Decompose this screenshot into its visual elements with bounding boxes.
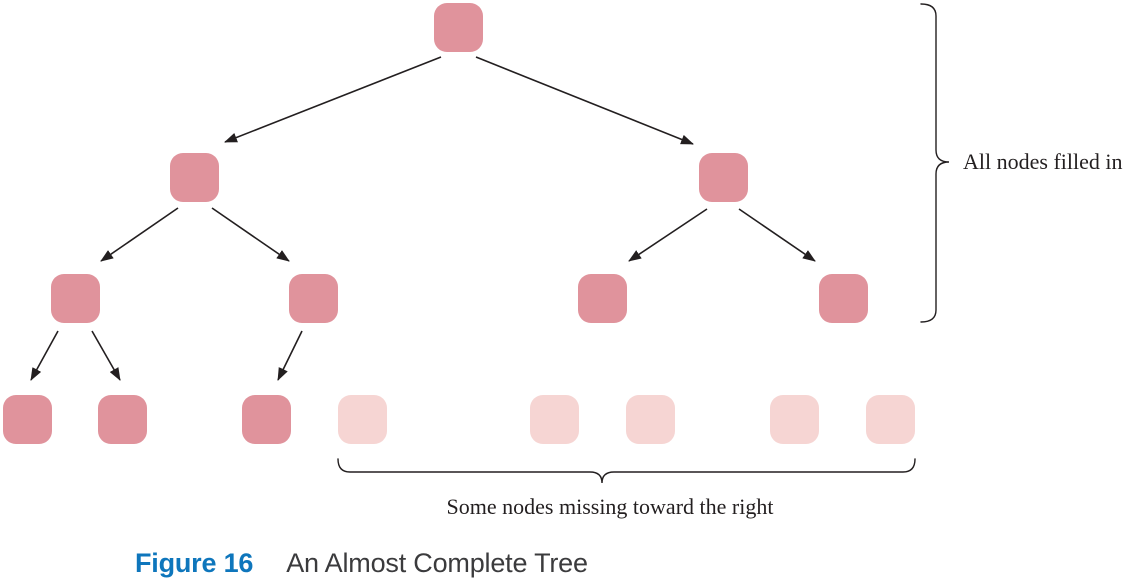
tree-node-missing: [530, 395, 579, 444]
tree-edge-arrow: [211, 207, 290, 262]
tree-node-missing: [770, 395, 819, 444]
figure-caption: Figure 16 An Almost Complete Tree: [135, 548, 588, 579]
tree-node-filled: [699, 153, 748, 202]
tree-node-missing: [866, 395, 915, 444]
tree-edges-group: [30, 56, 816, 381]
tree-node-filled: [170, 153, 219, 202]
right-brace-label: All nodes filled in: [963, 149, 1123, 174]
tree-node-filled: [434, 3, 483, 52]
bottom-brace: [337, 458, 916, 484]
tree-edge-arrow: [30, 330, 59, 381]
figure-number: Figure 16: [135, 548, 254, 578]
braces-group: [337, 3, 950, 484]
tree-node-filled: [98, 395, 147, 444]
tree-node-filled: [819, 274, 868, 323]
right-brace: [920, 3, 950, 323]
tree-node-missing: [338, 395, 387, 444]
tree-node-filled: [578, 274, 627, 323]
tree-node-missing: [626, 395, 675, 444]
tree-node-filled: [3, 395, 52, 444]
tree-node-filled: [242, 395, 291, 444]
tree-edge-arrow: [475, 56, 694, 145]
tree-node-filled: [289, 274, 338, 323]
tree-edge-arrow: [100, 207, 179, 262]
tree-edge-arrow: [738, 208, 816, 262]
tree-node-filled: [51, 274, 100, 323]
tree-edge-arrow: [628, 208, 708, 262]
figure-title: An Almost Complete Tree: [286, 548, 588, 578]
bottom-brace-label: Some nodes missing toward the right: [446, 494, 774, 519]
tree-edge-arrow: [224, 56, 442, 143]
tree-edge-arrow: [91, 330, 121, 381]
tree-edge-arrow: [277, 330, 303, 381]
